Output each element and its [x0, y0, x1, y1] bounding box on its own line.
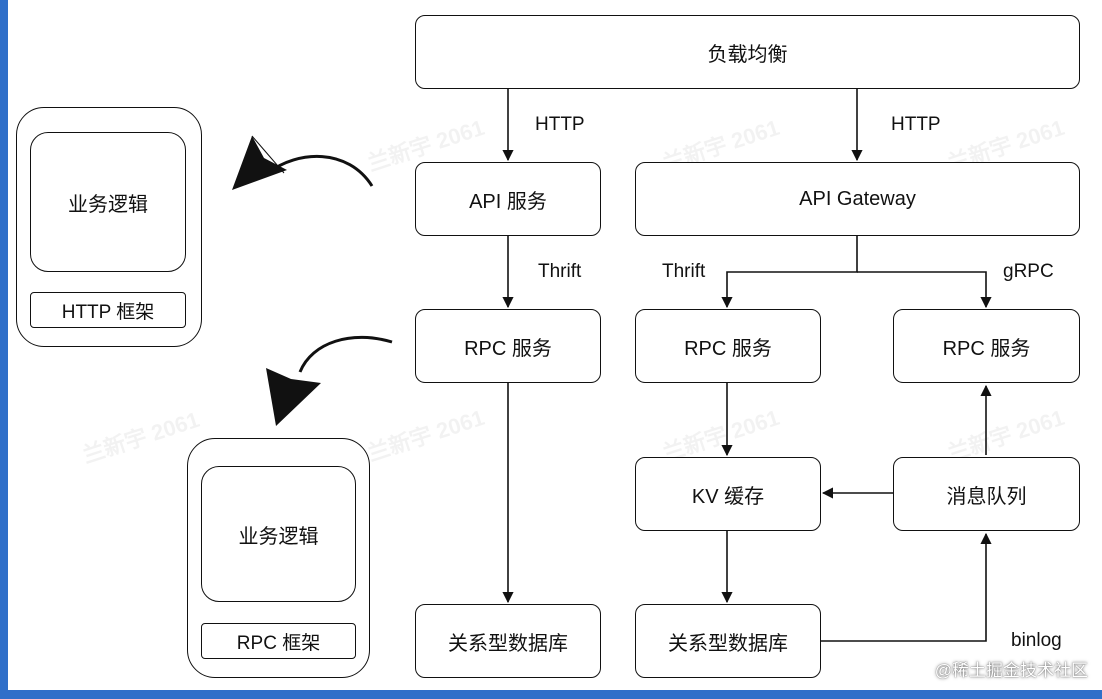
rpc-service-label: RPC 服务 [942, 337, 1031, 360]
frame-left-edge [0, 0, 8, 699]
edge-gateway-branch-right [857, 271, 992, 309]
api-gateway-label: API Gateway [799, 187, 916, 210]
api-service-node: API 服务 [415, 162, 601, 236]
curved-arrow-upper [232, 135, 374, 190]
http-framework-panel: 业务逻辑 HTTP 框架 [16, 107, 202, 347]
message-queue-label: 消息队列 [946, 485, 1027, 508]
business-logic-box: 业务逻辑 [201, 466, 356, 602]
relational-db-node: 关系型数据库 [415, 604, 601, 678]
edge-label-binlog: binlog [1011, 630, 1062, 651]
rpc-service-node: RPC 服务 [415, 309, 601, 383]
relational-db-node: 关系型数据库 [635, 604, 821, 678]
rpc-service-label: RPC 服务 [684, 337, 772, 360]
source-credit: @稀土掘金技术社区 [934, 661, 1088, 680]
rpc-framework-panel: 业务逻辑 RPC 框架 [187, 438, 370, 678]
kv-cache-label: KV 缓存 [691, 485, 765, 508]
business-logic-box: 业务逻辑 [30, 132, 186, 272]
edge-label-http: HTTP [891, 114, 941, 135]
message-queue-node: 消息队列 [893, 457, 1080, 531]
rpc-service-node: RPC 服务 [635, 309, 821, 383]
relational-db-label: 关系型数据库 [668, 632, 788, 655]
http-framework-box: HTTP 框架 [30, 292, 186, 328]
edge-label-thrift: Thrift [538, 261, 582, 282]
edge-rdb-binlog-to-mq [821, 532, 992, 642]
edge-label-http: HTTP [535, 114, 585, 135]
api-service-label: API 服务 [469, 190, 547, 213]
rpc-service-label: RPC 服务 [464, 337, 552, 360]
curved-arrow-lower [266, 335, 393, 426]
edge-label-grpc: gRPC [1003, 261, 1054, 282]
api-gateway-node: API Gateway [635, 162, 1080, 236]
rpc-service-node: RPC 服务 [893, 309, 1080, 383]
rpc-framework-box: RPC 框架 [201, 623, 356, 659]
business-logic-label: 业务逻辑 [68, 193, 148, 216]
frame-bottom-edge [0, 690, 1102, 699]
load-balancer-node: 负载均衡 [415, 15, 1080, 89]
edge-label-thrift: Thrift [662, 261, 706, 282]
edge-gateway-branch-left [721, 236, 858, 309]
rpc-framework-label: RPC 框架 [236, 632, 321, 654]
http-framework-label: HTTP 框架 [61, 301, 155, 323]
business-logic-label: 业务逻辑 [238, 525, 319, 548]
relational-db-label: 关系型数据库 [448, 632, 568, 655]
load-balancer-label: 负载均衡 [707, 43, 788, 66]
kv-cache-node: KV 缓存 [635, 457, 821, 531]
